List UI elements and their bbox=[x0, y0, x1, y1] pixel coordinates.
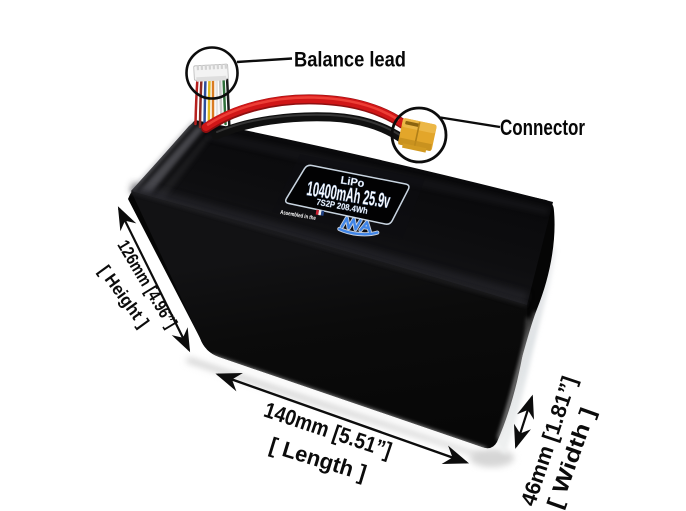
svg-text:Balance lead: Balance lead bbox=[294, 48, 406, 72]
svg-text:LiPo: LiPo bbox=[340, 175, 366, 191]
svg-text:Connector: Connector bbox=[500, 115, 585, 140]
